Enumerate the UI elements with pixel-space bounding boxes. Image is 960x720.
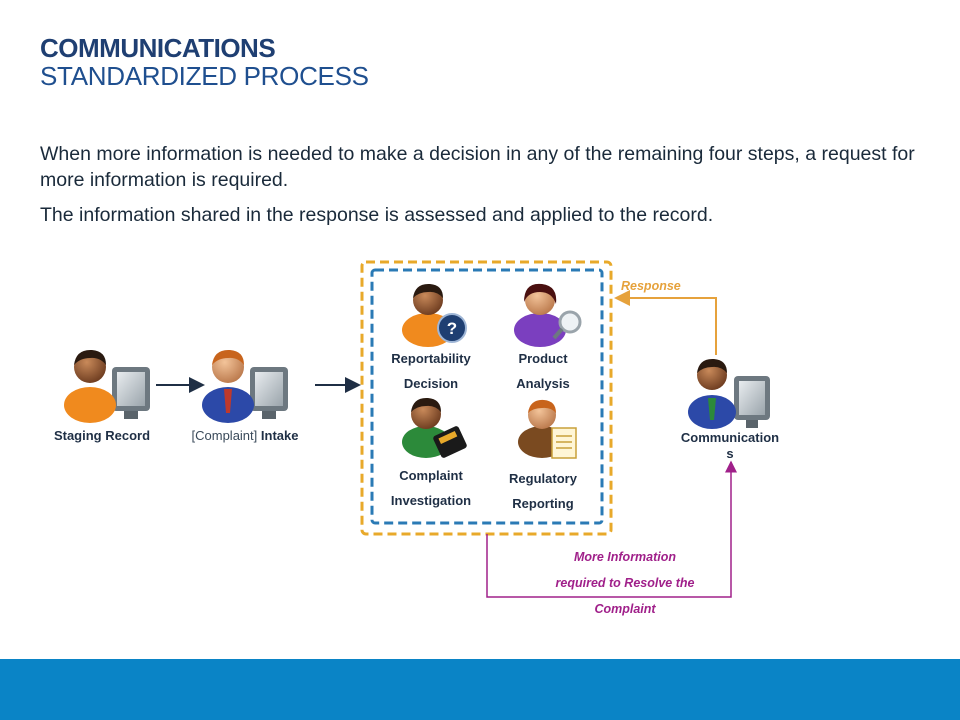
regulatory-line1: Regulatory [509, 471, 577, 486]
regulatory-document-icon [518, 399, 577, 459]
more-info-label: More Information required to Resolve the… [520, 544, 730, 622]
product-line2: Analysis [516, 376, 570, 391]
more-info-arrow [486, 460, 737, 598]
product-magnifier-icon [514, 283, 582, 347]
intake-text: Intake [260, 428, 299, 443]
communications-label: Communication s [664, 425, 796, 461]
response-label: Response [621, 279, 681, 293]
body-paragraph-1: When more information is needed to make … [40, 143, 915, 191]
reportability-question-icon: ? [402, 283, 467, 347]
more-info-line1: More Information [573, 550, 677, 564]
communications-user-computer-icon [688, 358, 770, 429]
body-paragraph-2: The information shared in the response i… [40, 204, 714, 226]
reportability-line1: Reportability [391, 351, 471, 366]
inner-dashed-box [370, 268, 604, 525]
staging-record-label: Staging Record [53, 428, 151, 443]
intake-label: [Complaint] Intake [174, 423, 316, 448]
reportability-line2: Decision [403, 376, 459, 391]
communications-line1: Communication [680, 430, 780, 445]
complaint-line2: Investigation [390, 493, 472, 508]
staging-record-user-computer-icon [64, 349, 150, 423]
response-arrow [614, 290, 717, 355]
product-line1: Product [518, 351, 568, 366]
communications-line2: s [726, 446, 734, 461]
more-info-line2: required to Resolve the [555, 576, 695, 590]
intake-user-computer-icon [202, 349, 288, 423]
complaint-investigation-label: Complaint Investigation [375, 463, 487, 513]
regulatory-line2: Reporting [512, 496, 574, 511]
page-subtitle: STANDARDIZED PROCESS [40, 61, 369, 91]
more-info-line3: Complaint [594, 602, 656, 616]
footer-bar [0, 659, 960, 720]
intake-prefix: [Complaint] [191, 428, 258, 443]
regulatory-reporting-label: Regulatory Reporting [490, 466, 596, 516]
reportability-decision-label: Reportability Decision [375, 346, 487, 396]
investigation-calculator-icon [402, 397, 467, 458]
svg-text:?: ? [447, 319, 457, 338]
page-title: COMMUNICATIONS [40, 33, 276, 63]
complaint-line1: Complaint [399, 468, 463, 483]
product-analysis-label: Product Analysis [490, 346, 596, 396]
